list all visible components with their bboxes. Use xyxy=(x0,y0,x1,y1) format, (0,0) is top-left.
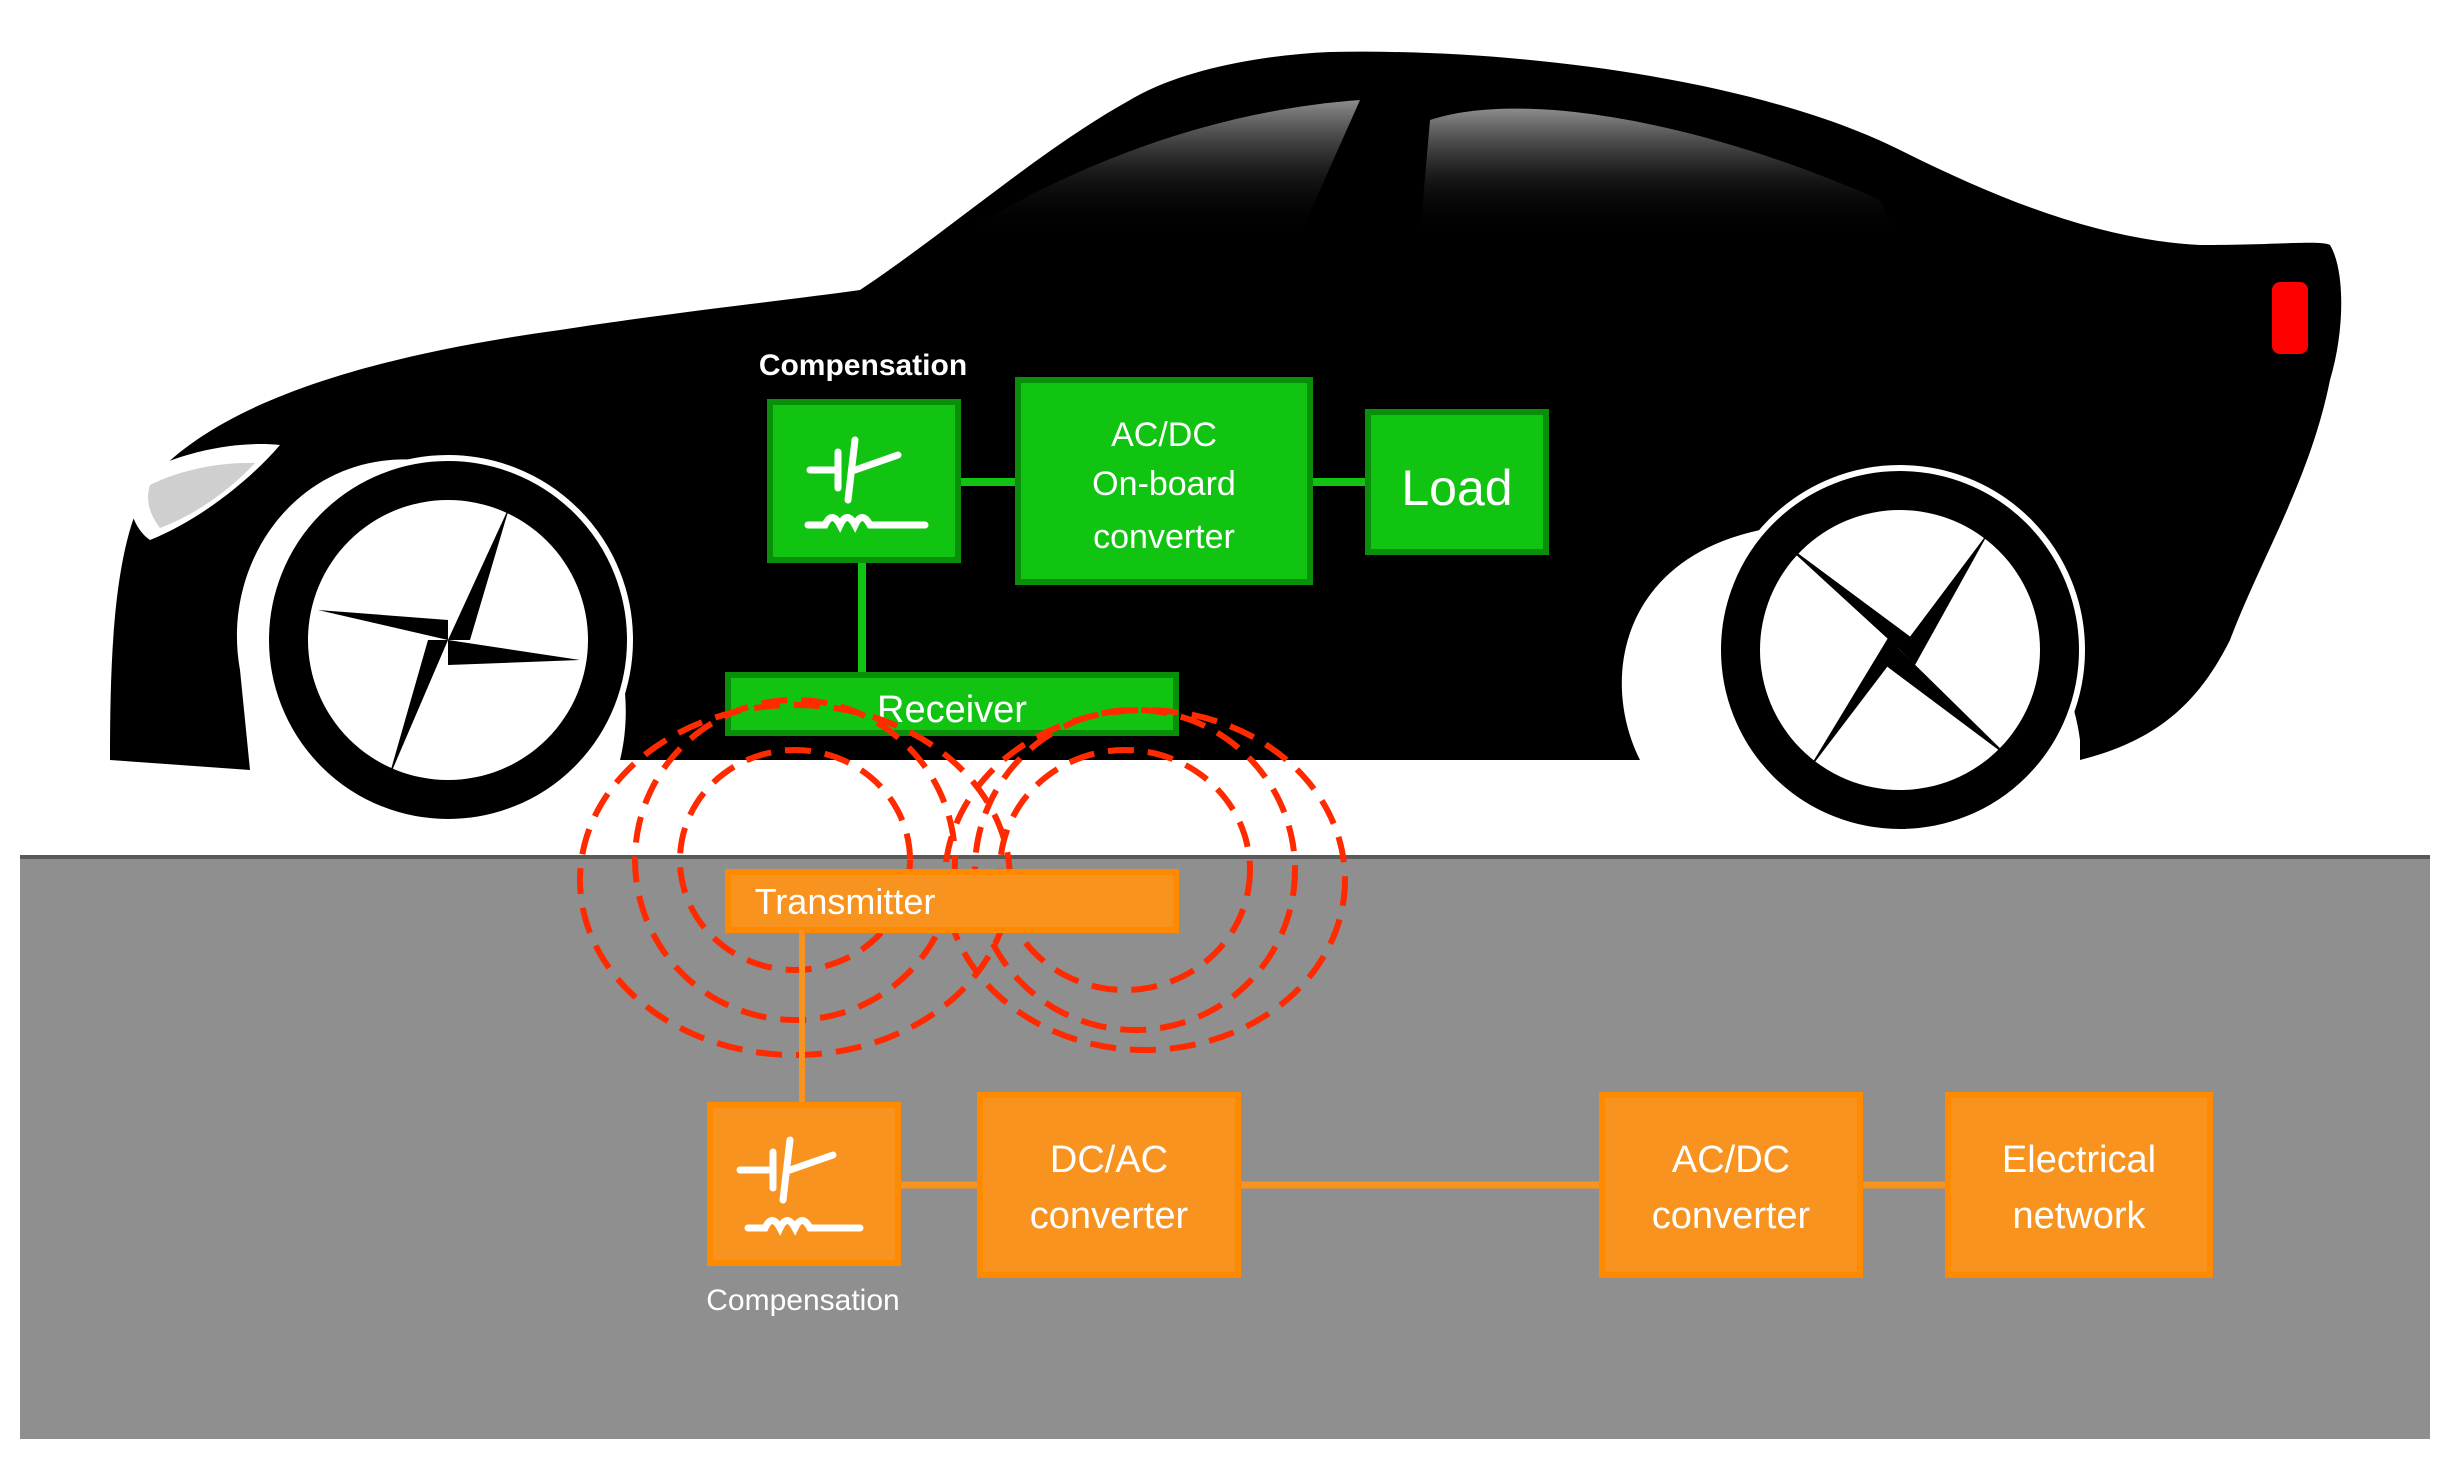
transmitter-label: Transmitter xyxy=(755,881,936,922)
headlight-inner xyxy=(148,462,255,528)
acdc-label-1: AC/DC xyxy=(1672,1139,1790,1181)
capacitor-inductor-icon xyxy=(804,436,929,533)
tail-light xyxy=(2272,282,2308,354)
front-wheel xyxy=(263,455,633,825)
front-window-glare xyxy=(960,100,1360,235)
load-label: Load xyxy=(1401,460,1512,516)
ground-compensation-label: Compensation xyxy=(706,1284,899,1317)
network-label-2: network xyxy=(2012,1195,2146,1237)
acdc-converter-block: AC/DC converter xyxy=(1599,1092,1863,1278)
transmitter-pad: Transmitter xyxy=(725,869,1179,933)
onboard-converter-block: AC/DC On-board converter xyxy=(1015,377,1313,585)
rear-wheel xyxy=(1715,465,2085,835)
onboard-converter-label-2: On-board xyxy=(1092,465,1236,503)
vehicle-compensation-label: Compensation xyxy=(759,349,967,382)
receiver-label: Receiver xyxy=(877,689,1027,731)
dcac-label-2: converter xyxy=(1030,1195,1189,1237)
dcac-converter-block: DC/AC converter xyxy=(977,1092,1241,1278)
acdc-label-2: converter xyxy=(1652,1195,1811,1237)
load-block: Load xyxy=(1365,409,1549,555)
onboard-converter-label-1: AC/DC xyxy=(1111,416,1217,454)
onboard-converter-label-3: converter xyxy=(1093,518,1235,556)
network-label-1: Electrical xyxy=(2002,1139,2156,1181)
vehicle-compensation-block xyxy=(767,399,961,563)
ground-compensation-block xyxy=(707,1102,901,1266)
dcac-label-1: DC/AC xyxy=(1050,1139,1168,1181)
rear-window-glare xyxy=(1420,108,1895,235)
capacitor-inductor-icon xyxy=(736,1136,864,1236)
electrical-network-block: Electrical network xyxy=(1945,1092,2213,1278)
